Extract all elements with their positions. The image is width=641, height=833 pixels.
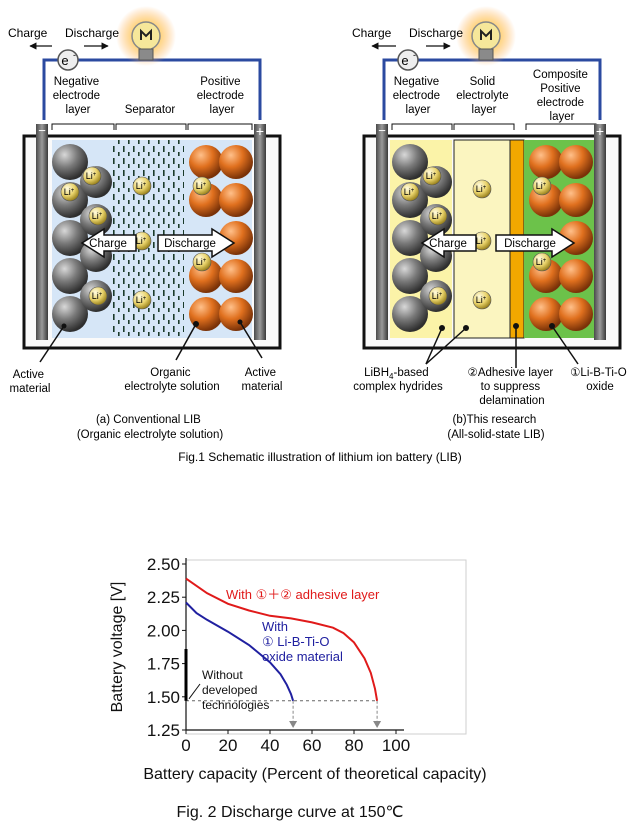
label-negative-electrode-layer: Negative electrode layer	[53, 76, 104, 116]
svg-text:Li+: Li+	[92, 211, 103, 221]
y-tick-label: 1.75	[147, 655, 180, 674]
label-negative-electrode-layer-b: Negative electrode layer	[393, 76, 444, 116]
fig1-title: Fig.1 Schematic illustration of lithium …	[178, 450, 461, 464]
x-tick-label: 0	[181, 736, 190, 755]
y-tick-label: 2.50	[147, 555, 180, 574]
svg-text:Li+: Li+	[196, 181, 207, 191]
svg-text:Li+: Li+	[476, 295, 487, 305]
panel-all-solid-state-lib: e - Charge Discharge Negative electrode …	[352, 6, 630, 441]
lithium-ions-b: Li+ Li+ Li+ Li+ Li+ Li+ Li+ Li+ Li+	[400, 166, 552, 310]
series-label-blue-2: ① Li-B-Ti-O	[262, 634, 330, 649]
svg-text:Li+: Li+	[536, 257, 547, 267]
svg-text:Li+: Li+	[86, 171, 97, 181]
label-organic-electrolyte: Organic electrolyte solution	[124, 367, 219, 393]
y-tick-label: 2.25	[147, 588, 180, 607]
svg-text:Charge: Charge	[429, 238, 467, 250]
svg-text:e: e	[61, 53, 68, 68]
svg-text:Li+: Li+	[476, 184, 487, 194]
lithium-ions: Li+ Li+ Li+ Li+ Li+ Li+ Li+ Li+ Li+	[60, 166, 212, 310]
series-label-black-1: Without	[202, 668, 243, 682]
y-tick-label: 2.00	[147, 621, 180, 640]
svg-text:e: e	[401, 53, 408, 68]
fig1-illustration: e - Charge Discharge Negative electrode …	[8, 6, 630, 464]
x-axis-label: Battery capacity (Percent of theoretical…	[143, 766, 486, 783]
y-axis-label: Battery voltage [V]	[109, 582, 126, 713]
discharge-arrow: Discharge	[157, 227, 236, 259]
label-positive-electrode-layer: Positive electrode layer	[197, 76, 248, 116]
label-discharge-top-b: Discharge	[409, 26, 463, 40]
label-solid-electrolyte-layer: Solid electrolyte layer	[456, 76, 512, 116]
label-active-material-left: Active material	[10, 369, 51, 395]
plot-frame	[185, 559, 467, 735]
svg-text:Charge: Charge	[89, 238, 127, 250]
discharge-arrow-b: Discharge	[495, 227, 576, 259]
svg-text:Li+: Li+	[196, 257, 207, 267]
x-tick-label: 20	[219, 736, 238, 755]
svg-text:Li+: Li+	[92, 291, 103, 301]
electron-icon-b	[397, 49, 419, 71]
plus-terminal: +	[256, 123, 264, 139]
label-separator: Separator	[125, 104, 176, 116]
negative-current-collector	[36, 124, 48, 340]
minus-terminal: −	[38, 123, 46, 138]
svg-text:Li+: Li+	[136, 295, 147, 305]
label-charge-top-b: Charge	[352, 26, 392, 40]
svg-text:Li+: Li+	[432, 291, 443, 301]
series-line-1	[185, 601, 295, 702]
end-marker-arrow	[373, 721, 382, 728]
electron-icon	[57, 49, 79, 71]
svg-text:Li+: Li+	[404, 187, 415, 197]
svg-text:Li+: Li+	[426, 171, 437, 181]
y-tick-label: 1.50	[147, 688, 180, 707]
x-tick-label: 40	[261, 736, 280, 755]
series-label-black-3: technologies	[202, 698, 269, 712]
x-tick-label: 60	[303, 736, 322, 755]
caption-b: (b)This research (All-solid-state LIB)	[447, 414, 544, 441]
svg-text:-: -	[73, 50, 76, 60]
label-charge-top: Charge	[8, 26, 48, 40]
x-tick-label: 80	[345, 736, 364, 755]
svg-text:Li+: Li+	[64, 187, 75, 197]
y-tick-label: 1.25	[147, 721, 180, 740]
label-adhesive-layer: ②Adhesive layer to suppress delamination	[468, 367, 557, 407]
caption-a: (a) Conventional LIB (Organic electrolyt…	[77, 414, 224, 441]
svg-text:Discharge: Discharge	[164, 238, 216, 250]
panel-conventional-lib: e - Charge Discharge Negative electrode …	[8, 6, 282, 441]
positive-current-collector	[254, 124, 266, 340]
series-line-0	[185, 577, 379, 701]
svg-text:−: −	[378, 123, 386, 138]
svg-text:Li+: Li+	[476, 236, 487, 246]
series-label-blue-3: oxide material	[262, 649, 343, 664]
label-li-b-ti-o-oxide: ①Li-B-Ti-O oxide	[570, 367, 630, 393]
x-tick-label: 100	[382, 736, 410, 755]
fig2-caption: Fig. 2 Discharge curve at 150℃	[177, 804, 404, 821]
charge-arrow-b: Charge	[420, 227, 477, 259]
positive-current-collector-b	[594, 124, 606, 340]
black-label-pointer	[188, 683, 201, 700]
series-label-blue-1: With	[262, 619, 288, 634]
svg-text:-: -	[413, 50, 416, 60]
label-composite-positive-layer: Composite Positive electrode layer	[533, 69, 591, 123]
end-marker-arrow	[289, 721, 298, 728]
negative-current-collector-b	[376, 124, 388, 340]
label-libh4-complex-hydrides: LiBH4-based complex hydrides	[353, 367, 443, 393]
svg-text:Li+: Li+	[136, 181, 147, 191]
label-discharge-top: Discharge	[65, 26, 119, 40]
svg-text:+: +	[596, 123, 604, 139]
svg-text:Li+: Li+	[536, 181, 547, 191]
svg-text:Li+: Li+	[136, 236, 147, 246]
label-active-material-right: Active material	[242, 367, 283, 393]
svg-text:Li+: Li+	[432, 211, 443, 221]
charge-arrow: Charge	[80, 227, 137, 259]
series-label-black-2: developed	[202, 683, 257, 697]
series-label-red: With ①＋② adhesive layer	[226, 587, 380, 602]
svg-text:Discharge: Discharge	[504, 238, 556, 250]
